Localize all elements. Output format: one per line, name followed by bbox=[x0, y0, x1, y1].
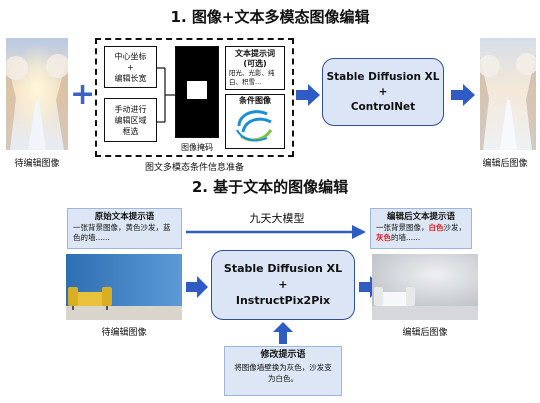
section1-title: 1. 图像+文本多模态图像编辑 bbox=[170, 8, 370, 26]
plus-icon: + bbox=[70, 77, 96, 112]
mask-image bbox=[175, 46, 219, 138]
edited-prompt-mid: 沙发， bbox=[443, 223, 467, 232]
long-arrow-icon bbox=[186, 225, 366, 239]
edited-prompt-title: 编辑后文本提示语 bbox=[386, 212, 455, 222]
input-caption-2: 待编辑图像 bbox=[101, 328, 147, 338]
model1-plus: + bbox=[378, 85, 388, 98]
coord-box: 中心坐标 + 编辑长宽 bbox=[104, 46, 157, 88]
output-winter-image bbox=[480, 38, 536, 150]
region-line2: 编辑区域 bbox=[114, 115, 147, 125]
orig-prompt-box: 原始文本提示语 一张背景图像，黄色沙发，蓝色的墙...... bbox=[67, 208, 182, 249]
edited-prompt-post: 的墙...... bbox=[391, 233, 421, 242]
coord-line2: 编辑长宽 bbox=[114, 73, 147, 83]
text-prompt-content: 阳光、光影、纯白、积雪... bbox=[229, 69, 275, 86]
modify-prompt-title: 修改提示语 bbox=[260, 350, 306, 360]
edited-prompt-text: 一张背景图像，白色沙发， 灰色的墙...... bbox=[376, 223, 466, 243]
model2-line1: Stable Diffusion XL bbox=[223, 262, 343, 275]
model1-line1: Stable Diffusion XL bbox=[326, 70, 440, 83]
region-line3: 框选 bbox=[122, 126, 139, 136]
cond-image-title: 条件图像 bbox=[239, 96, 271, 105]
connector-lines bbox=[157, 67, 175, 123]
arrow-right-icon bbox=[296, 84, 320, 106]
orig-prompt-title: 原始文本提示语 bbox=[94, 212, 155, 222]
model2-plus: + bbox=[278, 278, 288, 291]
output-room-image bbox=[372, 254, 478, 320]
orig-prompt-text: 一张背景图像，黄色沙发，蓝色的墙...... bbox=[73, 223, 171, 242]
logo-icon bbox=[236, 110, 273, 142]
condition-group-box bbox=[95, 38, 294, 157]
text-prompt-box: 文本提示词 (可选) 阳光、光影、纯白、积雪... bbox=[225, 46, 285, 90]
mask-caption: 图像掩码 bbox=[181, 143, 213, 152]
arrow-right-icon bbox=[186, 276, 208, 298]
mask-white-region bbox=[187, 81, 207, 99]
edited-prompt-pre: 一张背景图像， bbox=[376, 223, 429, 232]
input-caption-1: 待编辑图像 bbox=[14, 159, 60, 169]
cond-image-box: 条件图像 bbox=[225, 94, 285, 149]
group-caption: 图文多模态条件信息准备 bbox=[144, 163, 244, 173]
text-prompt-optional: (可选) bbox=[243, 59, 267, 68]
region-line1: 手动进行 bbox=[114, 104, 147, 114]
input-winter-image bbox=[6, 38, 68, 150]
input-room-image bbox=[66, 254, 182, 320]
arrow-right-icon bbox=[451, 84, 475, 106]
arrow-up-icon bbox=[273, 322, 293, 344]
output-caption-1: 编辑后图像 bbox=[482, 159, 528, 169]
coord-line1: 中心坐标 bbox=[114, 51, 147, 61]
model-box-2: Stable Diffusion XL + InstructPix2Pix bbox=[211, 250, 355, 320]
region-box: 手动进行 编辑区域 框选 bbox=[104, 98, 157, 142]
model1-line2: ControlNet bbox=[350, 100, 416, 113]
edited-prompt-box: 编辑后文本提示语 一张背景图像，白色沙发， 灰色的墙...... bbox=[370, 208, 472, 249]
coord-plus: + bbox=[127, 62, 134, 72]
output-caption-2: 编辑后图像 bbox=[402, 328, 448, 338]
model-box-1: Stable Diffusion XL + ControlNet bbox=[322, 58, 444, 126]
modify-prompt-text: 将图像墙壁换为灰色，沙发变为白色。 bbox=[234, 363, 332, 383]
edited-prompt-white: 白色 bbox=[428, 223, 444, 232]
llm-label: 九天大模型 bbox=[249, 212, 305, 225]
modify-prompt-box: 修改提示语 将图像墙壁换为灰色，沙发变为白色。 bbox=[224, 346, 342, 396]
model2-line2: InstructPix2Pix bbox=[235, 294, 331, 307]
section2-title: 2. 基于文本的图像编辑 bbox=[191, 178, 349, 196]
text-prompt-title: 文本提示词 bbox=[235, 49, 275, 58]
edited-prompt-gray: 灰色 bbox=[376, 233, 391, 242]
